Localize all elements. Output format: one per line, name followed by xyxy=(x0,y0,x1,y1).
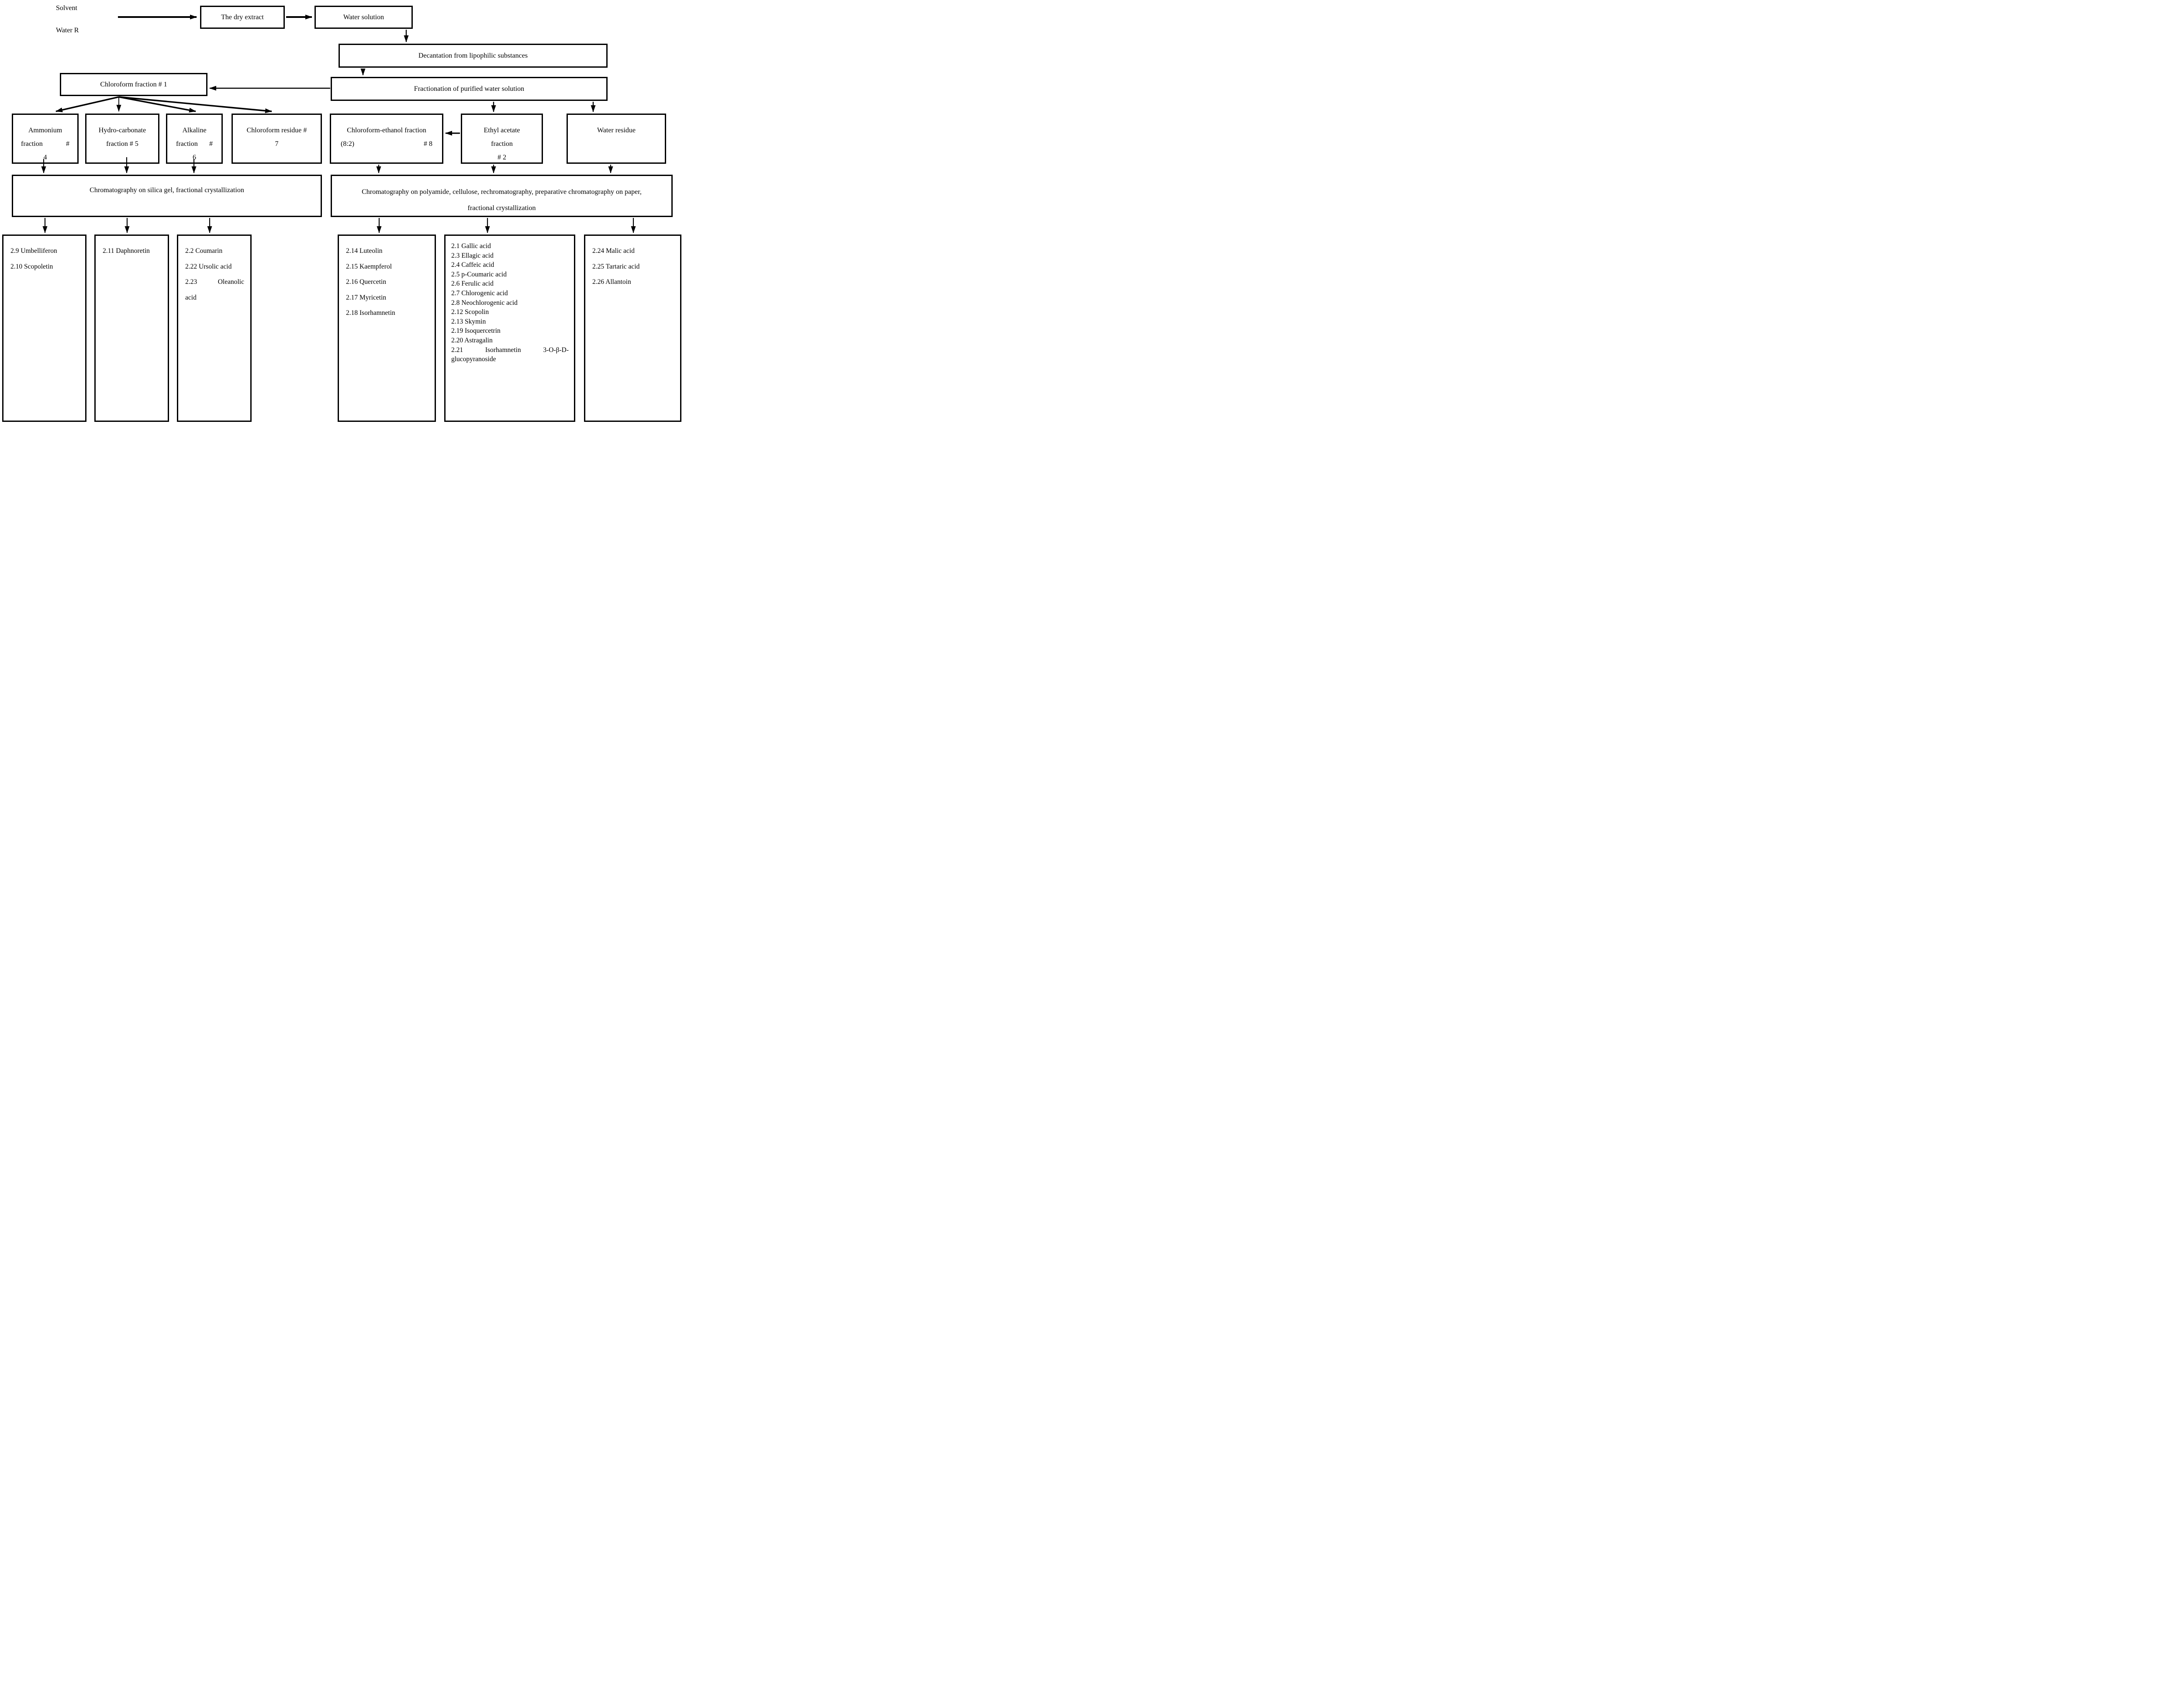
chloroform-ethanol-ratio: (8:2) xyxy=(341,140,355,148)
silica-chromatography-label: Chromatography on silica gel, fractional… xyxy=(90,186,244,194)
ammonium-line2: fraction # xyxy=(13,137,77,151)
result-box-acids-f: 2.24 Malic acid 2.25 Tartaric acid 2.26 … xyxy=(584,235,681,422)
result-box-coumarins-c: 2.2 Coumarin 2.22 Ursolic acid 2.23 Olea… xyxy=(177,235,252,422)
node-water-solution-label: Water solution xyxy=(343,13,384,21)
list-item: 2.23 Oleanolic xyxy=(185,274,247,290)
list-item: 2.2 Coumarin xyxy=(185,247,223,255)
node-decantation: Decantation from lipophilic substances xyxy=(339,44,608,68)
list-item: 2.4 Caffeic acid xyxy=(451,261,494,269)
node-ethyl-acetate-2: Ethyl acetate fraction # 2 xyxy=(461,114,543,164)
node-fractionation-label: Fractionation of purified water solution xyxy=(414,85,525,93)
result-box-flavonoids-d: 2.14 Luteolin 2.15 Kaempferol 2.16 Querc… xyxy=(338,235,436,422)
list-item: 2.11 Daphnoretin xyxy=(103,247,150,255)
ethyl-acetate-line1: Ethyl acetate xyxy=(484,127,520,134)
list-item: 2.14 Luteolin xyxy=(346,247,383,255)
node-alkaline-fraction-6: Alkaline fraction # 6 xyxy=(166,114,223,164)
node-dry-extract-label: The dry extract xyxy=(221,13,264,21)
polyamide-chromatography-line2: fractional crystallization xyxy=(467,204,536,212)
list-item: 2.19 Isoquercetrin xyxy=(451,327,501,335)
list-item-number: 2.21 xyxy=(451,346,463,354)
result-box-acids-e: 2.1 Gallic acid 2.3 Ellagic acid 2.4 Caf… xyxy=(444,235,575,422)
list-item: 2.10 Scopoletin xyxy=(10,262,53,270)
list-item: 2.21 Isorhamnetin 3-O-β-D- xyxy=(451,345,570,355)
arrow-chloroform1-to-ammonium xyxy=(55,96,119,113)
list-item: 2.24 Malic acid xyxy=(592,247,635,255)
solvent-label: Solvent xyxy=(56,4,77,12)
list-item: 2.1 Gallic acid xyxy=(451,242,491,250)
chloroform-ethanol-line1: Chloroform-ethanol fraction xyxy=(347,127,426,134)
ethyl-acetate-line3: # 2 xyxy=(498,154,506,161)
list-item-word2: 3-O-β-D- xyxy=(543,346,569,354)
list-item: 2.13 Skymin xyxy=(451,317,486,325)
node-decantation-label: Decantation from lipophilic substances xyxy=(418,52,528,59)
ammonium-line2-word1: fraction xyxy=(21,140,43,148)
node-water-solution: Water solution xyxy=(314,6,413,29)
list-item: 2.9 Umbelliferon xyxy=(10,247,57,255)
node-chloroform-fraction-1-label: Chloroform fraction # 1 xyxy=(100,80,167,88)
list-item: 2.12 Scopolin xyxy=(451,308,489,316)
list-item: acid xyxy=(185,293,197,301)
list-item: 2.8 Neochlorogenic acid xyxy=(451,299,518,307)
chloroform-residue-line2: 7 xyxy=(275,140,279,148)
list-item: 2.20 Astragalin xyxy=(451,336,493,344)
ammonium-line1: Ammonium xyxy=(28,127,62,134)
list-item-word: Oleanolic xyxy=(218,278,244,286)
result-box-coumarins-a: 2.9 Umbelliferon 2.10 Scopoletin xyxy=(2,235,86,422)
alkaline-line2-word1: fraction xyxy=(176,140,198,148)
ammonium-line3: 4 xyxy=(43,154,47,161)
ethyl-acetate-line2: fraction xyxy=(491,140,513,148)
list-item: 2.25 Tartaric acid xyxy=(592,262,640,270)
chloroform-ethanol-number: # 8 xyxy=(424,140,432,148)
hydrocarbonate-line2: fraction # 5 xyxy=(106,140,138,148)
result-box-coumarins-b: 2.11 Daphnoretin xyxy=(94,235,169,422)
alkaline-line3: 6 xyxy=(193,154,196,161)
node-dry-extract: The dry extract xyxy=(200,6,285,29)
node-water-residue: Water residue xyxy=(567,114,666,164)
list-item: 2.16 Quercetin xyxy=(346,278,387,286)
node-hydrocarbonate-fraction-5: Hydro-carbonate fraction # 5 xyxy=(85,114,159,164)
list-item: 2.17 Myricetin xyxy=(346,293,387,301)
node-polyamide-chromatography: Chromatography on polyamide, cellulose, … xyxy=(331,175,673,217)
list-item: 2.6 Ferulic acid xyxy=(451,280,494,288)
polyamide-chromatography-line1: Chromatography on polyamide, cellulose, … xyxy=(362,188,642,196)
node-chloroform-residue-7: Chloroform residue # 7 xyxy=(232,114,322,164)
node-silica-chromatography: Chromatography on silica gel, fractional… xyxy=(12,175,322,217)
list-item-number: 2.23 xyxy=(185,278,197,286)
water-residue-label: Water residue xyxy=(597,127,636,134)
list-item: glucopyranoside xyxy=(451,355,496,363)
ammonium-line2-word2: # xyxy=(66,140,69,148)
alkaline-line2: fraction # xyxy=(167,137,221,151)
list-item-word1: Isorhamnetin xyxy=(485,346,521,354)
chloroform-ethanol-line2: (8:2) # 8 xyxy=(331,137,442,151)
node-ammonium-fraction-4: Ammonium fraction # 4 xyxy=(12,114,79,164)
flowchart-canvas: Solvent Water R The dry extract Water so… xyxy=(0,0,686,427)
node-chloroform-fraction-1: Chloroform fraction # 1 xyxy=(60,73,207,96)
list-item: 2.22 Ursolic acid xyxy=(185,262,232,270)
node-chloroform-ethanol-8: Chloroform-ethanol fraction (8:2) # 8 xyxy=(330,114,443,164)
list-item: 2.7 Chlorogenic acid xyxy=(451,289,508,297)
list-item: 2.15 Kaempferol xyxy=(346,262,392,270)
alkaline-line1: Alkaline xyxy=(182,127,207,134)
hydrocarbonate-line1: Hydro-carbonate xyxy=(98,127,146,134)
list-item: 2.18 Isorhamnetin xyxy=(346,309,395,317)
node-fractionation: Fractionation of purified water solution xyxy=(331,77,608,101)
arrow-chloroform1-to-alkaline xyxy=(118,96,196,113)
list-item: 2.5 p-Coumaric acid xyxy=(451,270,507,278)
alkaline-line2-word2: # xyxy=(209,140,213,148)
arrow-chloroform1-to-chloroform-residue xyxy=(118,96,272,114)
list-item: 2.3 Ellagic acid xyxy=(451,252,494,259)
list-item: 2.26 Allantoin xyxy=(592,278,631,286)
chloroform-residue-line1: Chloroform residue # xyxy=(246,127,307,134)
water-r-label: Water R xyxy=(56,27,79,34)
